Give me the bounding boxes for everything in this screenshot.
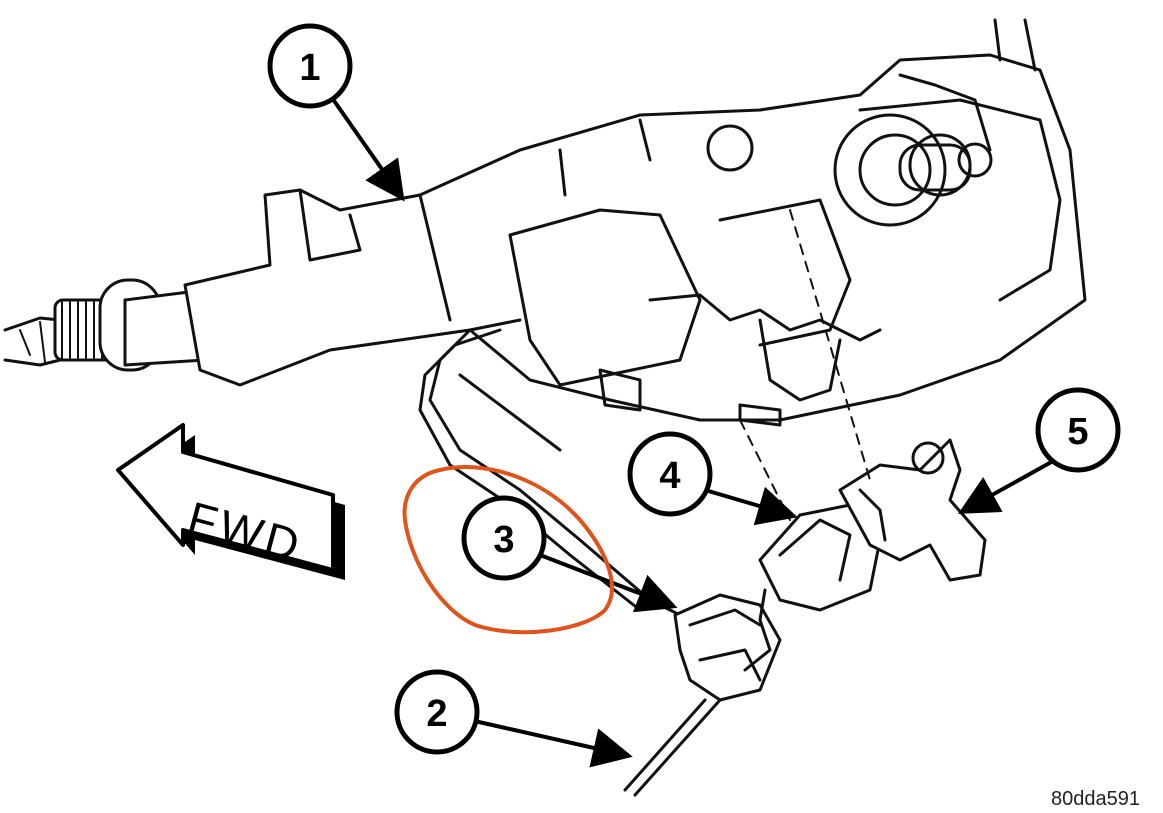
figure-reference: 80dda591 [1051, 788, 1140, 810]
callout-4-label: 4 [659, 455, 680, 497]
callout-5-label: 5 [1067, 411, 1088, 453]
steering-shaft [3, 278, 207, 372]
ground-wire [623, 698, 722, 797]
callout-1-label: 1 [299, 47, 320, 89]
callout-3: 3 [461, 495, 678, 613]
callout-5: 5 [958, 387, 1121, 514]
fwd-direction-arrow: FWD [116, 423, 345, 580]
connector-4-body [743, 503, 882, 672]
highlight-circle [402, 465, 614, 635]
alignment-line-2 [739, 419, 791, 521]
callout-4: 4 [627, 431, 798, 526]
callout-2: 2 [394, 669, 633, 768]
callout-3-label: 3 [493, 519, 514, 561]
callout-2-label: 2 [426, 693, 447, 735]
callout-1: 1 [267, 23, 405, 202]
connector-5-body [838, 438, 987, 582]
wiring-harness [418, 318, 692, 622]
steering-column-housing [183, 18, 1087, 427]
connector-3-body [673, 593, 782, 702]
alignment-line-1 [789, 209, 871, 481]
